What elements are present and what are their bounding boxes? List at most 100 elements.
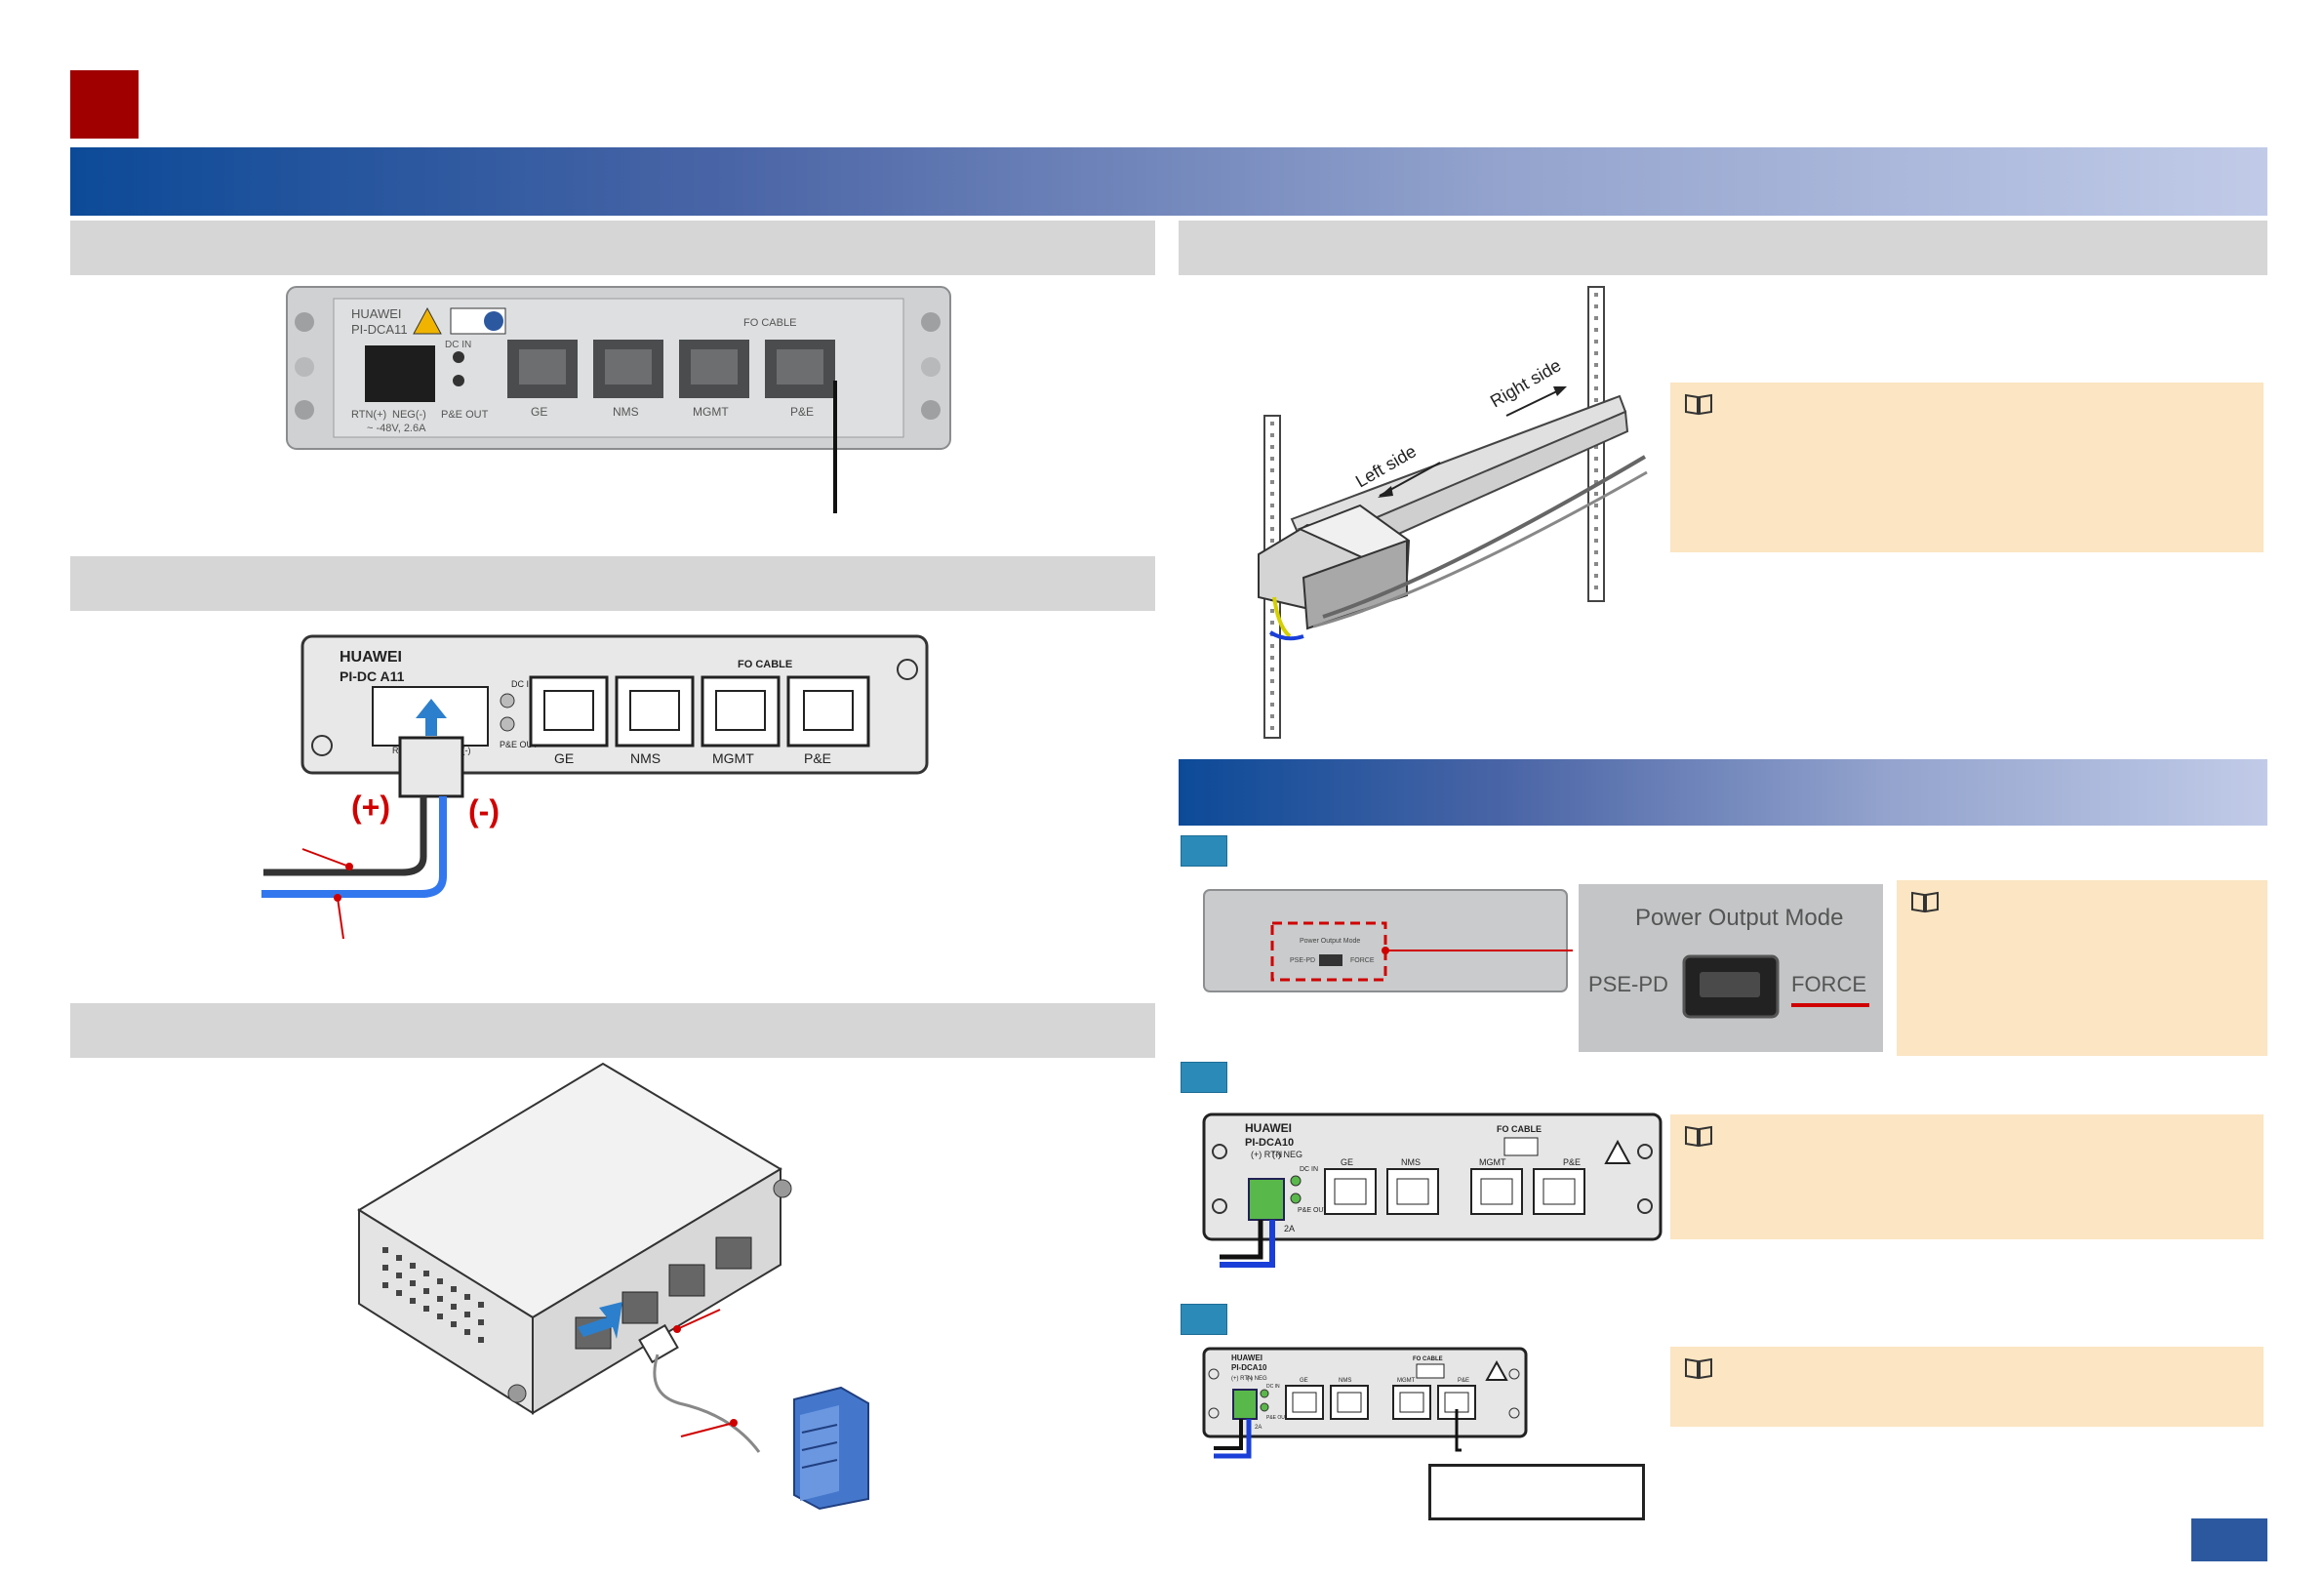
neg-label: (-) NEG xyxy=(1247,1376,1267,1382)
model-label: PI-DCA11 xyxy=(351,322,408,337)
step-badge-1 xyxy=(1181,835,1227,867)
mode-option-a: PSE-PD xyxy=(1588,972,1668,996)
pe-out-label: P&E OUT xyxy=(1298,1207,1328,1214)
port-nms[interactable] xyxy=(1330,1385,1369,1420)
note-box-rack xyxy=(1670,383,2264,552)
book-note-icon xyxy=(1911,891,1939,913)
port-mgmt[interactable] xyxy=(1470,1168,1523,1215)
rtn-label: (+) RTN xyxy=(1251,1150,1282,1159)
port-pe[interactable] xyxy=(1437,1385,1476,1420)
power-connector[interactable] xyxy=(365,345,435,402)
insert-arrow-icon xyxy=(416,699,447,736)
page-number-badge xyxy=(2191,1518,2267,1561)
port-ge[interactable] xyxy=(1285,1385,1324,1420)
plus-label: (+) xyxy=(351,789,390,825)
brand-label: HUAWEI xyxy=(340,649,402,666)
port-label-ge: GE xyxy=(554,750,574,766)
port-label-pe: P&E xyxy=(1563,1157,1581,1167)
neg-label: (-) NEG xyxy=(1272,1150,1302,1159)
brand-label: HUAWEI xyxy=(351,306,402,321)
port-pe[interactable] xyxy=(765,340,835,398)
rack-mounting-diagram: Left side Right side xyxy=(1258,286,1648,739)
dc-in-label: DC IN xyxy=(1266,1384,1280,1390)
step-badge-3 xyxy=(1181,1304,1227,1335)
fo-cable-label: FO CABLE xyxy=(1413,1356,1443,1362)
book-note-icon xyxy=(1685,1357,1712,1380)
mode-title: Power Output Mode xyxy=(1635,905,1843,931)
dc-in-label: DC IN xyxy=(511,679,536,689)
panel-dca10-pe: HUAWEI PI-DCA10 (+) RTN (-) NEG 2A DC IN… xyxy=(1202,1347,1528,1459)
page-title-bar xyxy=(70,147,2267,216)
model-label: PI-DCA10 xyxy=(1245,1137,1294,1149)
mode-option-b-small: FORCE xyxy=(1350,957,1375,964)
port-label-mgmt: MGMT xyxy=(693,405,729,419)
callout-label-box xyxy=(1428,1464,1645,1520)
port-nms[interactable] xyxy=(615,675,695,748)
panel-dca10-power: HUAWEI PI-DCA10 (+) RTN (-) NEG 2A DC IN… xyxy=(1202,1112,1663,1268)
book-note-icon xyxy=(1685,1125,1712,1148)
port-label-mgmt: MGMT xyxy=(712,750,754,766)
model-label: PI-DC A11 xyxy=(340,668,405,684)
port-label-mgmt: MGMT xyxy=(1479,1157,1506,1167)
port-pe[interactable] xyxy=(786,675,870,748)
port-label-nms: NMS xyxy=(613,405,639,419)
insert-arrow-icon xyxy=(578,1302,622,1339)
brand-label: HUAWEI xyxy=(1231,1354,1262,1362)
section-header-install xyxy=(70,1003,1155,1058)
port-label-pe: P&E xyxy=(804,750,831,766)
power-connection-diagram: HUAWEI PI-DC A11 DC IN P&E OUT RTN(+) NE… xyxy=(261,634,929,940)
mode-option-b: FORCE xyxy=(1791,972,1866,996)
dc-in-label: DC IN xyxy=(1300,1166,1318,1173)
rating-label: 2A xyxy=(1284,1224,1295,1233)
port-mgmt[interactable] xyxy=(679,340,749,398)
model-label: PI-DCA10 xyxy=(1231,1363,1267,1372)
note-box-power xyxy=(1670,1114,2264,1239)
warning-icon xyxy=(1604,1139,1631,1164)
rating-label: 2A xyxy=(1255,1425,1262,1431)
section-header-power xyxy=(70,556,1155,611)
port-mgmt[interactable] xyxy=(701,675,781,748)
minus-label: (-) xyxy=(468,793,500,829)
book-note-icon xyxy=(1685,393,1712,416)
note-box-pe xyxy=(1670,1347,2264,1427)
section-header-rack xyxy=(1179,221,2267,275)
note-box-mode xyxy=(1897,880,2267,1056)
mode-switch-small[interactable] xyxy=(1319,954,1342,966)
port-label-nms: NMS xyxy=(630,750,661,766)
port-nms[interactable] xyxy=(593,340,663,398)
device-side-photo: Power Output Mode PSE-PD FORCE xyxy=(1203,889,1573,992)
brand-label: HUAWEI xyxy=(1245,1121,1292,1135)
port-ge[interactable] xyxy=(529,675,609,748)
port-ge[interactable] xyxy=(507,340,578,398)
warning-icon xyxy=(1485,1359,1508,1381)
pe-out-label: P&E OUT xyxy=(441,409,489,421)
panel-photo-dca11: HUAWEI PI-DCA11 DC IN RTN(+) NEG(-) ~ -4… xyxy=(286,286,951,513)
section-bar-config xyxy=(1179,759,2267,826)
module-install-diagram xyxy=(357,1062,869,1511)
section-header-panel xyxy=(70,221,1155,275)
port-label-ge: GE xyxy=(531,405,547,419)
neg-label: NEG(-) xyxy=(392,409,426,421)
port-label-ge: GE xyxy=(1341,1157,1353,1167)
port-nms[interactable] xyxy=(1386,1168,1439,1215)
rtn-label: RTN(+) xyxy=(351,409,386,421)
power-rating-label: ~ -48V, 2.6A xyxy=(367,423,426,434)
port-label-nms: NMS xyxy=(1401,1157,1421,1167)
power-terminal[interactable] xyxy=(1248,1178,1285,1221)
port-mgmt[interactable] xyxy=(1392,1385,1431,1420)
power-terminal[interactable] xyxy=(1232,1389,1258,1420)
fo-cable-label: FO CABLE xyxy=(743,317,796,329)
pe-out-label: P&E OUT xyxy=(500,740,539,749)
port-ge[interactable] xyxy=(1324,1168,1377,1215)
power-plug[interactable] xyxy=(398,736,464,798)
fo-cable-label: FO CABLE xyxy=(738,659,792,670)
power-mode-closeup: Power Output Mode PSE-PD FORCE xyxy=(1579,884,1883,1052)
fo-cable-label: FO CABLE xyxy=(1497,1124,1542,1134)
port-label-nms: NMS xyxy=(1339,1378,1351,1384)
step-badge-2 xyxy=(1181,1062,1227,1093)
port-pe[interactable] xyxy=(1533,1168,1585,1215)
rtn-label: (+) RTN xyxy=(1231,1376,1252,1382)
rj45-plug[interactable] xyxy=(638,1323,679,1364)
dc-in-label: DC IN xyxy=(445,340,471,350)
port-label-ge: GE xyxy=(1300,1378,1308,1384)
